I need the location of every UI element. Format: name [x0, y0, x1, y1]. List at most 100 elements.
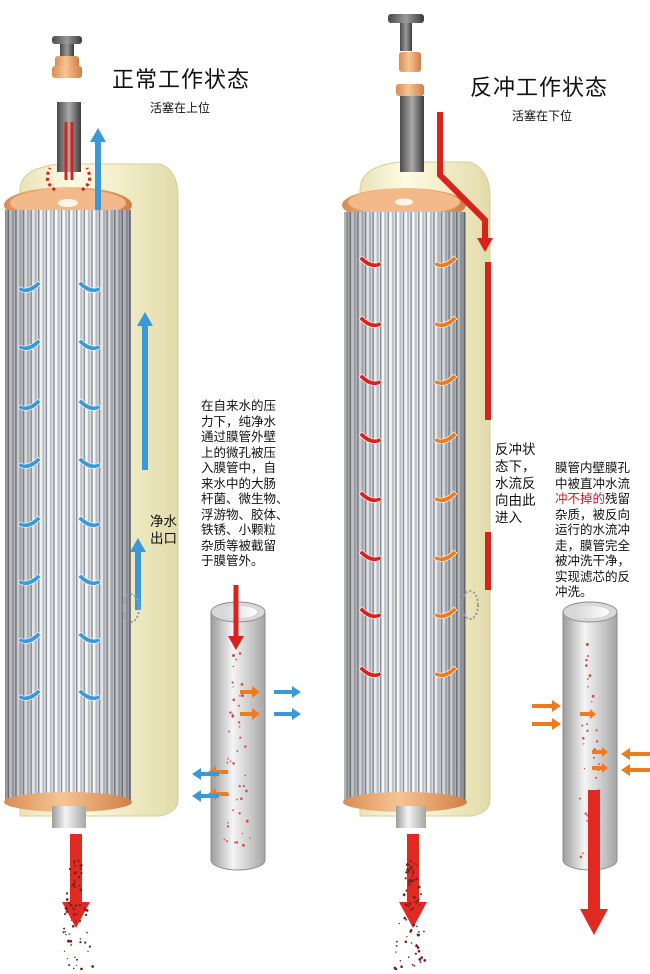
impurity-dot — [237, 721, 241, 724]
impurity-dot — [83, 907, 87, 910]
impurity-dot — [226, 825, 230, 828]
impurity-dot — [79, 920, 82, 922]
impurity-dot — [586, 723, 589, 726]
impurity-dot — [81, 968, 84, 970]
impurity-dot — [69, 868, 72, 870]
impurity-dot — [595, 729, 598, 732]
normal-flow-tick — [17, 398, 42, 411]
normal-flow-tick — [77, 456, 102, 469]
clean-water-outlet-label: 净水 出口 — [150, 514, 177, 547]
impurity-dot — [84, 913, 88, 917]
impurity-dot — [240, 797, 243, 800]
tube-orange-arrow — [240, 708, 260, 720]
impurity-dot — [227, 758, 229, 760]
impurity-dot — [413, 964, 416, 967]
impurity-dot — [586, 729, 589, 732]
tube-drain-arrow-head — [580, 909, 608, 935]
impurity-dot — [63, 950, 65, 953]
impurity-dot — [70, 917, 72, 919]
impurity-dot — [408, 902, 412, 905]
impurity-dot — [411, 879, 414, 883]
outlet-coil — [122, 593, 140, 623]
impurity-dot — [411, 875, 413, 878]
impurity-dot — [399, 960, 402, 962]
impurity-dot — [88, 945, 91, 948]
tube-inner-arrow — [592, 763, 608, 773]
impurity-dot — [587, 685, 589, 688]
impurity-dot — [402, 893, 406, 897]
normal-flow-tick — [77, 631, 102, 644]
impurity-dot — [418, 931, 420, 933]
inflow-lines — [64, 122, 74, 180]
impurity-dots-icon — [62, 859, 95, 971]
top-end-cap-hole — [395, 198, 413, 206]
impurity-dot — [591, 694, 595, 698]
impurity-dot — [73, 879, 76, 882]
backwash-flow-tick — [433, 549, 458, 562]
impurity-dot — [582, 737, 585, 740]
impurity-dot — [70, 919, 73, 921]
impurity-dot — [416, 877, 419, 881]
impurity-dot — [409, 867, 412, 871]
bottom-outlet — [52, 806, 86, 828]
impurity-dot — [72, 907, 75, 910]
normal-flow-tick — [17, 338, 42, 351]
impurity-dot — [71, 925, 75, 928]
tube-inflow-arrow — [621, 764, 650, 776]
impurity-dot — [409, 860, 412, 863]
impurity-dot — [232, 665, 235, 668]
impurity-dot — [79, 938, 82, 940]
impurity-dot — [79, 885, 81, 887]
knob-stem — [60, 44, 74, 56]
impurity-dot — [73, 967, 75, 970]
impurity-dot — [80, 872, 83, 875]
impurity-dot — [423, 959, 427, 962]
impurity-dot — [408, 863, 410, 866]
impurity-dot — [584, 812, 587, 815]
backwash-flow-tick — [358, 606, 383, 619]
impurity-dot — [407, 905, 410, 908]
impurity-dot — [71, 884, 74, 887]
top-end-cap-hole — [58, 199, 78, 207]
impurity-dot — [78, 904, 82, 907]
impurity-dot — [419, 961, 422, 964]
impurity-dot — [226, 840, 229, 843]
impurity-dot — [579, 797, 582, 800]
backwash-flow-tick — [358, 373, 383, 386]
bottom-end-cap — [4, 792, 132, 812]
impurity-dot — [76, 958, 78, 961]
impurity-dot — [242, 784, 245, 788]
impurity-dot — [234, 841, 236, 844]
impurity-dot — [416, 887, 419, 889]
impurity-dot — [586, 655, 589, 657]
impurity-dot — [79, 888, 83, 892]
normal-flow-tick — [17, 573, 42, 586]
pleated-element-shade — [5, 210, 131, 800]
impurity-dot — [65, 892, 69, 895]
impurity-dot — [63, 927, 66, 930]
knob-screw — [400, 23, 412, 51]
impurity-dot — [73, 913, 76, 916]
impurity-dot — [85, 909, 89, 912]
tube-inflow-arrow — [532, 700, 561, 712]
impurity-dot — [413, 863, 416, 865]
tube-inflow-arrow-head — [228, 636, 244, 650]
tube-body — [210, 611, 266, 871]
backwash-flow-tick — [358, 549, 383, 562]
clean-water-arrow-side-head — [137, 312, 153, 326]
impurity-dot — [238, 652, 242, 655]
impurity-dot — [581, 724, 584, 727]
impurity-dot — [405, 918, 408, 921]
impurity-dot — [583, 767, 586, 770]
impurity-dot — [411, 963, 414, 966]
impurity-dot — [588, 674, 592, 678]
tube-inflow-arrow — [532, 718, 561, 730]
impurity-dot — [414, 901, 417, 903]
impurity-dot — [417, 898, 420, 901]
impurity-dot — [579, 855, 583, 859]
normal-flow-tick — [17, 456, 42, 469]
normal-flow-tick — [17, 688, 42, 701]
normal-flow-tick — [77, 573, 102, 586]
bottom-outlet — [396, 806, 426, 828]
